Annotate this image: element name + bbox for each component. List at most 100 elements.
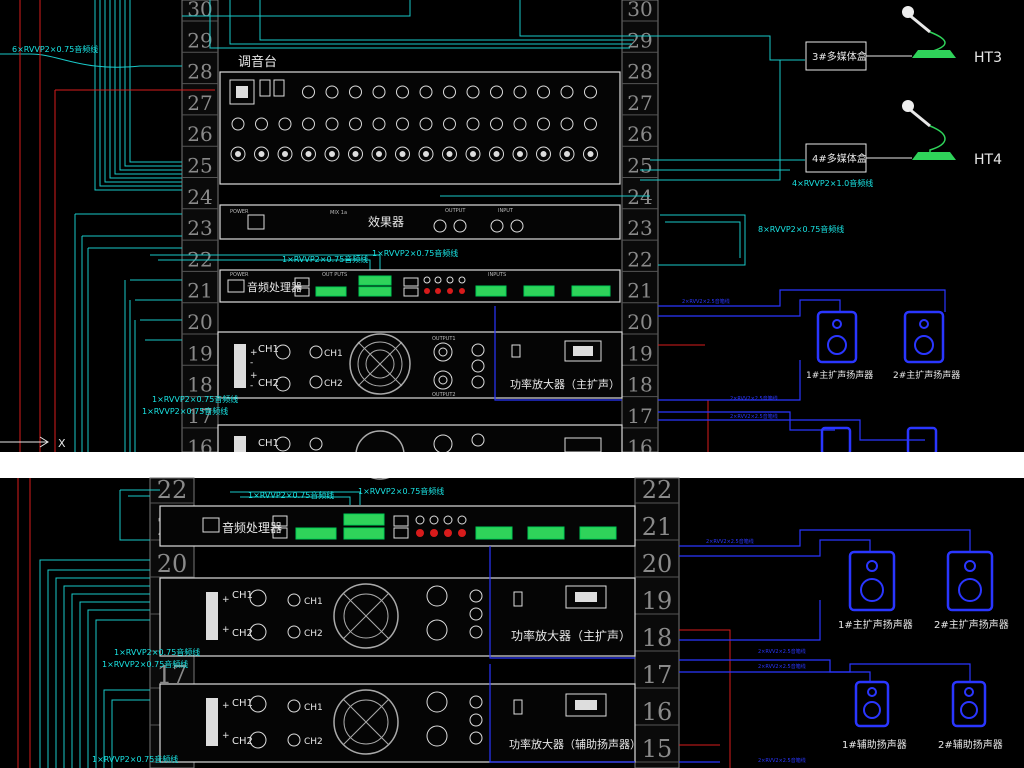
amp2-label-bottom: 功率放大器（辅助扬声器） [509, 737, 641, 751]
rack-unit-number: 20 [642, 550, 673, 578]
svg-text:+: + [222, 731, 230, 741]
svg-text:2#主扩声扬声器: 2#主扩声扬声器 [934, 618, 1009, 631]
svg-text:+: + [250, 371, 258, 381]
rack-unit-number: 20 [187, 310, 212, 334]
dsp-label-bottom: 音频处理器 [222, 520, 282, 535]
svg-text:CH1: CH1 [258, 344, 279, 355]
svg-text:-: - [250, 358, 253, 368]
svg-text:1×RVVP2×0.75音频线: 1×RVVP2×0.75音频线 [152, 394, 238, 404]
rack-unit-number: 18 [627, 373, 652, 397]
right-rack-rail-bottom [634, 477, 680, 768]
svg-text:8×RVVP2×0.75音频线: 8×RVVP2×0.75音频线 [758, 224, 844, 234]
ht3-label: HT3 [974, 50, 1002, 66]
speaker-cables-top [494, 289, 946, 441]
svg-text:3#多媒体盒: 3#多媒体盒 [812, 50, 867, 63]
rack-unit-number: 29 [187, 28, 212, 52]
svg-text:+: + [222, 625, 230, 635]
svg-text:4#多媒体盒: 4#多媒体盒 [812, 152, 867, 165]
svg-text:CH2: CH2 [304, 629, 323, 639]
mixer-jacks [230, 85, 598, 162]
svg-text:X: X [58, 437, 66, 450]
rack-unit-number: 21 [627, 279, 652, 303]
rca-jacks-bottom [415, 515, 467, 537]
speaker-icon-top-4 [906, 426, 938, 456]
svg-text:1×RVVP2×0.75音频线: 1×RVVP2×0.75音频线 [372, 248, 458, 258]
cable-label-6: 6×RVVP2×0.75音频线 [12, 44, 98, 54]
rack-unit-number: 20 [157, 550, 188, 578]
rack-unit-number: 21 [642, 513, 673, 541]
ht4-label: HT4 [974, 152, 1002, 168]
left-rack-rail [181, 0, 219, 453]
svg-text:1#主扩声扬声器: 1#主扩声扬声器 [838, 618, 913, 631]
rca-jacks-top [423, 276, 466, 294]
svg-text:-: - [250, 381, 253, 391]
svg-text:1×RVVP2×0.75音频线: 1×RVVP2×0.75音频线 [282, 254, 368, 264]
speaker-icon-top-1 [816, 310, 858, 364]
rack-unit-number: 28 [627, 60, 652, 84]
arrow-icon [0, 436, 49, 448]
svg-text:CH1: CH1 [258, 438, 279, 449]
power-amp-bottom-1: + + CH1 CH2 CH1 CH2 功率放大器（主扩声） [159, 577, 636, 657]
power-amp-bottom-2: + + CH1 CH2 CH1 CH2 功率放大器（辅助扬声器） [159, 683, 641, 763]
audio-processor-top: POWER 音频处理器 OUT PUTS INPUTS [219, 269, 621, 303]
svg-text:OUTPUT1: OUTPUT1 [432, 336, 456, 342]
speaker-icon-bottom-2 [946, 550, 994, 612]
svg-text:1#主扩声扬声器: 1#主扩声扬声器 [806, 369, 873, 381]
rack-unit-number: 30 [187, 0, 212, 21]
svg-text:2×RVV2×2.5音箱线: 2×RVV2×2.5音箱线 [758, 648, 806, 655]
svg-text:+: + [250, 348, 258, 358]
rack-unit-number: 21 [187, 279, 212, 303]
svg-text:2×RVV2×2.5音箱线: 2×RVV2×2.5音箱线 [706, 538, 754, 545]
svg-text:CH1: CH1 [324, 349, 343, 359]
rack-unit-number: 18 [187, 373, 212, 397]
svg-text:+: + [222, 701, 230, 711]
mixer: 调音台 [219, 54, 621, 185]
rack-unit-number: 17 [627, 404, 652, 428]
svg-text:1×RVVP2×0.75音频线: 1×RVVP2×0.75音频线 [142, 406, 228, 416]
speakon-knobs [471, 343, 485, 389]
rack-unit-number: 23 [627, 216, 652, 240]
svg-text:2×RVV2×2.5音箱线: 2×RVV2×2.5音箱线 [730, 413, 778, 420]
right-rack-rail [621, 0, 659, 453]
speaker-icon-aux-2 [951, 680, 987, 728]
rack-unit-number: 30 [627, 0, 652, 21]
speaker-icon-top-2 [903, 310, 945, 364]
rack-unit-number: 18 [642, 624, 673, 652]
microphone-icon-ht3 [902, 6, 956, 58]
media-box-4: 4#多媒体盒 [805, 143, 867, 173]
speaker-icon-aux-1 [854, 680, 890, 728]
svg-text:CH1: CH1 [232, 590, 253, 601]
rack-unit-number: 15 [642, 735, 673, 763]
rack-unit-number: 26 [627, 122, 652, 146]
rack-unit-number: 24 [187, 185, 212, 209]
svg-text:2#主扩声扬声器: 2#主扩声扬声器 [893, 369, 960, 381]
svg-text:CH1: CH1 [304, 703, 323, 713]
cable-bundle-left [74, 0, 805, 452]
svg-text:OUTPUT: OUTPUT [445, 208, 466, 214]
microphone-icon-ht4 [902, 100, 956, 160]
svg-text:1×RVVP2×0.75音频线: 1×RVVP2×0.75音频线 [102, 659, 188, 669]
svg-text:1×RVVP2×0.75音频线: 1×RVVP2×0.75音频线 [92, 754, 178, 764]
rack-unit-number: 22 [642, 476, 673, 504]
svg-text:MIX 1a: MIX 1a [330, 210, 347, 216]
rack-unit-number: 16 [642, 698, 673, 726]
rack-unit-number: 28 [187, 60, 212, 84]
svg-text:+: + [222, 595, 230, 605]
svg-text:CH2: CH2 [232, 736, 253, 747]
rack-unit-number: 22 [627, 247, 652, 271]
rack-unit-number: 27 [627, 91, 652, 115]
rack-unit-number: 26 [187, 122, 212, 146]
bottom-panel: 22222121202019191818171716161515 音频处理器 [17, 476, 1009, 768]
svg-text:INPUT: INPUT [498, 208, 514, 214]
cable-bundle-bottom [39, 489, 361, 768]
rack-unit-number: 22 [157, 476, 188, 504]
effects-unit: POWER MIX 1a 效果器 OUTPUT INPUT [219, 204, 621, 240]
speaker-cables-bottom [489, 529, 971, 763]
svg-text:4×RVVP2×1.0音频线: 4×RVVP2×1.0音频线 [792, 178, 873, 188]
svg-text:CH1: CH1 [304, 597, 323, 607]
media-box-3: 3#多媒体盒 [805, 41, 867, 71]
rack-unit-number: 19 [642, 587, 673, 615]
audio-processor-bottom: 音频处理器 [159, 505, 636, 547]
